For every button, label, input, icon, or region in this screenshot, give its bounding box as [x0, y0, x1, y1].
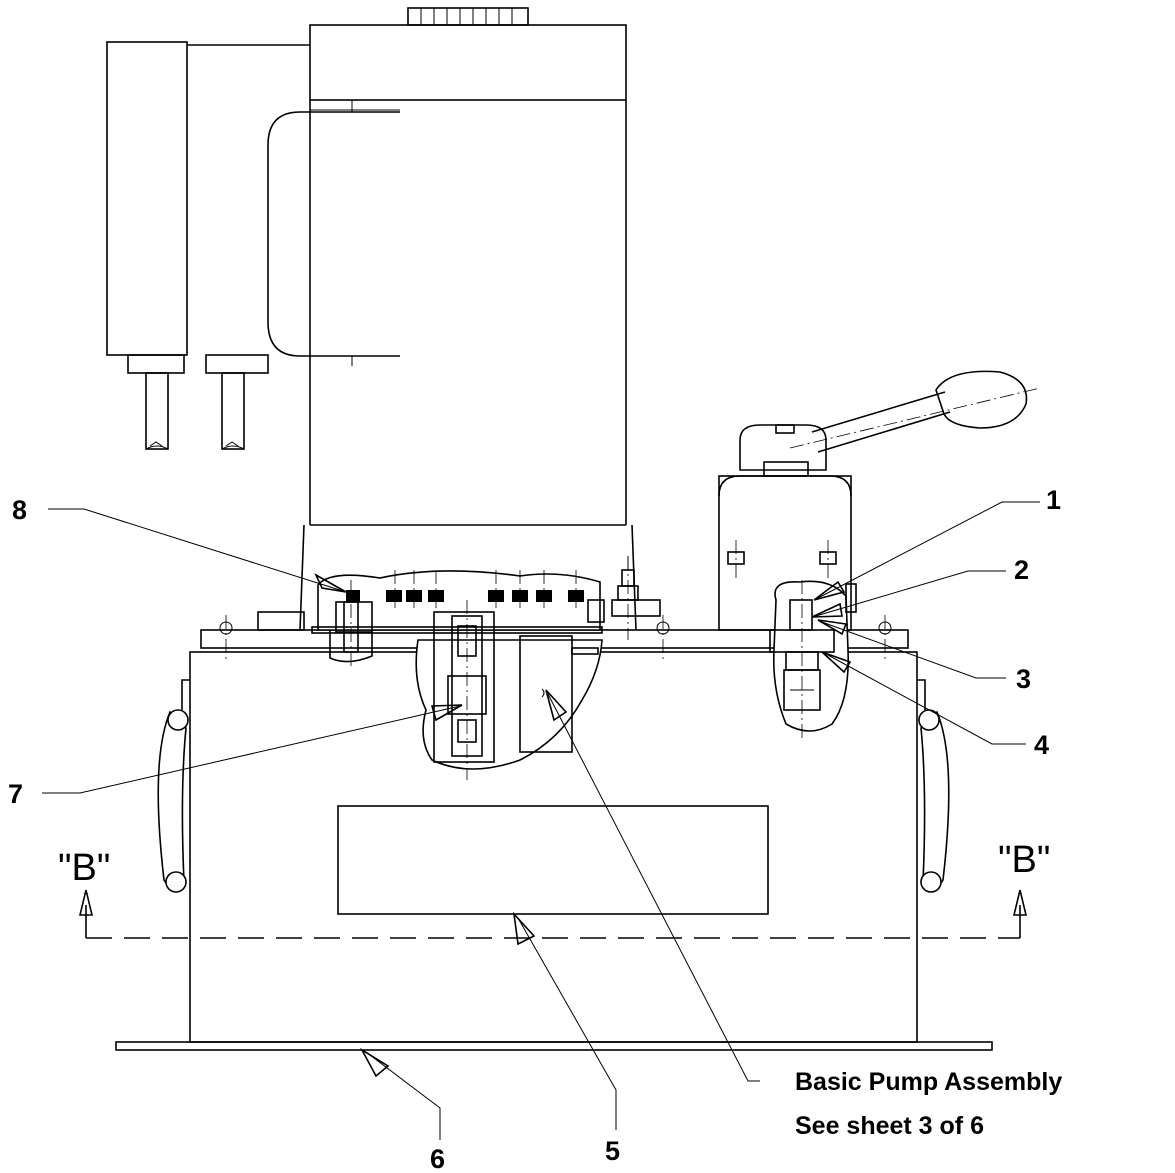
callout-2: 2 — [1014, 555, 1029, 585]
section-mark-left: "B" — [58, 847, 110, 889]
leader-lines — [42, 501, 1040, 1140]
note-basic-pump-assembly: Basic Pump Assembly — [795, 1068, 1062, 1096]
callout-8: 8 — [12, 495, 27, 525]
pump-cutaway — [415, 600, 603, 780]
pressure-fitting — [611, 556, 661, 640]
motor-housing — [267, 7, 637, 631]
tank-handle-left — [157, 679, 190, 893]
control-valve — [718, 370, 1041, 631]
callout-1: 1 — [1046, 485, 1061, 515]
valve-fitting-section — [769, 580, 857, 740]
callout-5: 5 — [605, 1136, 620, 1166]
callout-6: 6 — [430, 1144, 445, 1173]
section-line-b — [78, 889, 1028, 939]
manifold-section — [311, 570, 605, 668]
callout-7: 7 — [8, 779, 23, 809]
callout-3: 3 — [1016, 664, 1031, 694]
section-mark-right: "B" — [998, 839, 1050, 881]
callout-4: 4 — [1034, 730, 1049, 760]
note-see-sheet: See sheet 3 of 6 — [795, 1112, 984, 1140]
tank-handle-right — [917, 679, 950, 893]
motor-junction-box — [106, 41, 310, 450]
